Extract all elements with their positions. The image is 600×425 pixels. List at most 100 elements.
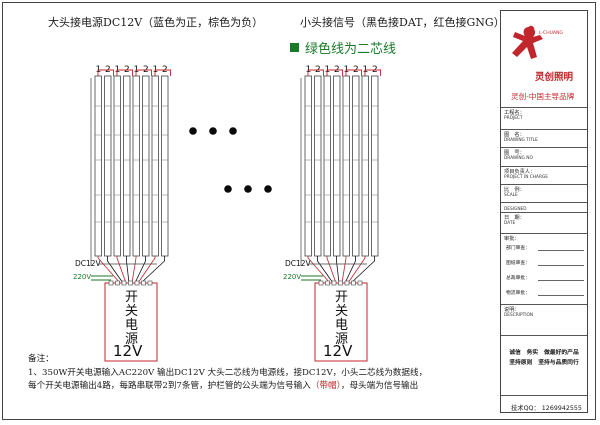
- led-tube: [132, 75, 140, 257]
- drawing-title-label-en: DRAWING TITLE: [504, 138, 538, 143]
- date-label: 日 期：: [504, 215, 525, 221]
- continuation-dots: [189, 127, 272, 193]
- led-tube: [352, 75, 360, 257]
- output-wire: [97, 256, 121, 284]
- green-square-icon: [290, 43, 299, 52]
- signal-jumper: [364, 69, 381, 76]
- psu-terminal: [338, 280, 343, 286]
- project-in-charge-row: 项目负责人： PROJECT IN CHARGE: [501, 166, 587, 183]
- led-tube: [104, 75, 112, 257]
- psu-label-char: 电: [125, 318, 138, 333]
- psu-terminal: [331, 280, 337, 286]
- psu-terminal: [115, 280, 120, 286]
- brand-slogan: 灵创-中国主导品牌: [511, 92, 575, 101]
- psu-terminal: [318, 280, 324, 286]
- dc12v-label: DC12V: [285, 259, 312, 268]
- output-wire: [326, 256, 337, 284]
- psu-label-char: 源: [125, 332, 138, 347]
- psu-label-char: 关: [125, 304, 138, 319]
- psu-label-char: 开: [335, 290, 348, 305]
- output-wire: [317, 256, 334, 284]
- drawing-no-label-en: DRAWING NO: [504, 156, 533, 161]
- led-tube: [361, 75, 369, 257]
- output-wire: [307, 256, 331, 284]
- scale-row: 比 例： SCALE: [501, 184, 587, 201]
- output-wire: [344, 256, 356, 284]
- signal-connection-heading: 小头接信号（黑色接DAT，红色接GNG）: [300, 16, 505, 29]
- psu-terminal: [128, 280, 133, 286]
- output-wire: [350, 256, 375, 284]
- psu-terminal: [325, 280, 330, 286]
- project-in-charge-label-en: PROJECT IN CHARGE: [504, 175, 548, 180]
- signal-jumper: [154, 69, 171, 76]
- signature-line: [538, 250, 584, 251]
- output-wire: [347, 256, 366, 284]
- drawing-frame: [2, 2, 596, 420]
- signal-jumper: [307, 69, 324, 76]
- output-wire: [341, 256, 347, 284]
- led-tube: [123, 75, 131, 257]
- notes-capped-text: （带帽）: [310, 381, 341, 391]
- psu-terminal: [351, 280, 356, 286]
- notes-title: 备注：: [28, 354, 54, 364]
- support-row: [501, 395, 587, 414]
- output-wire: [137, 256, 156, 284]
- led-tube: [113, 75, 121, 257]
- signature-line: [538, 280, 584, 281]
- logistics-approval-label: 物流审批：: [506, 291, 530, 296]
- dot: [264, 185, 272, 193]
- psu-terminal: [108, 280, 114, 286]
- output-wire: [134, 256, 146, 284]
- led-tube: [333, 75, 341, 257]
- scale-label: 比 例：: [504, 187, 525, 193]
- led-tube: [94, 75, 102, 257]
- led-tube: [323, 75, 331, 257]
- ac220v-label: 220V: [73, 273, 91, 281]
- description-label-en: DESCRIPTION: [504, 313, 534, 318]
- description-row: 说明： DESCRIPTION: [501, 304, 587, 345]
- dot: [244, 185, 252, 193]
- brand-name: 灵创照明: [535, 72, 574, 83]
- notes-line-2: 每个开关电源输出4路，每路串联带2到7条管，护栏管的公头端为信号输入（带帽），母…: [28, 379, 418, 391]
- notes-line-2-end: ，母头端为信号输出: [340, 381, 419, 391]
- output-wire: [140, 256, 165, 284]
- psu-terminal: [121, 280, 127, 286]
- output-wire: [126, 256, 130, 284]
- psu-terminal: [344, 280, 350, 286]
- title-block: L-CHUANG 灵创照明 灵创-中国主导品牌 工程名： PROJECT 图 名…: [500, 10, 588, 413]
- psu-terminal: [357, 280, 363, 286]
- psu-terminal: [147, 280, 153, 286]
- ac220v-label: 220V: [283, 273, 301, 281]
- notes-line-1: 1、350W开关电源输入AC220V 输出DC12V 大头二芯线为电源线，接DC…: [28, 368, 428, 378]
- designed-label: DESIGNED: [504, 207, 527, 212]
- signature-line: [538, 265, 584, 266]
- output-wire: [336, 256, 340, 284]
- psu-voltage: 12V: [113, 342, 143, 360]
- designed-row: DESIGNED: [501, 202, 587, 212]
- legend-text: 绿色线为二芯线: [305, 42, 397, 57]
- led-tube: [304, 75, 312, 257]
- approval-heading: 审批：: [504, 236, 520, 242]
- legend: 绿色线为二芯线: [290, 38, 396, 57]
- drawing-review-label: 图纸审查：: [506, 261, 530, 266]
- switching-power-supply: [104, 282, 158, 362]
- dot: [209, 127, 217, 135]
- approval-section: 审批： 部门审查： 图纸审查： 总裁审批： 物流审批：: [501, 233, 587, 304]
- date-row: 日 期： DATE: [501, 212, 587, 233]
- project-row: 工程名： PROJECT: [501, 107, 587, 124]
- psu-voltage: 12V: [323, 342, 353, 360]
- output-wire: [131, 256, 137, 284]
- project-in-charge-label: 项目负责人：: [504, 169, 536, 175]
- drawing-no-label: 图 号：: [504, 150, 525, 156]
- signature-line: [538, 295, 584, 296]
- output-wire: [116, 256, 127, 284]
- drawing-title-label: 图 名：: [504, 132, 525, 138]
- brand-english: L-CHUANG: [539, 31, 563, 36]
- output-wire: [107, 256, 124, 284]
- psu-label-char: 电: [335, 318, 348, 333]
- led-tube: [371, 75, 379, 257]
- drawing-title-row: 图 名： DRAWING TITLE: [501, 129, 587, 146]
